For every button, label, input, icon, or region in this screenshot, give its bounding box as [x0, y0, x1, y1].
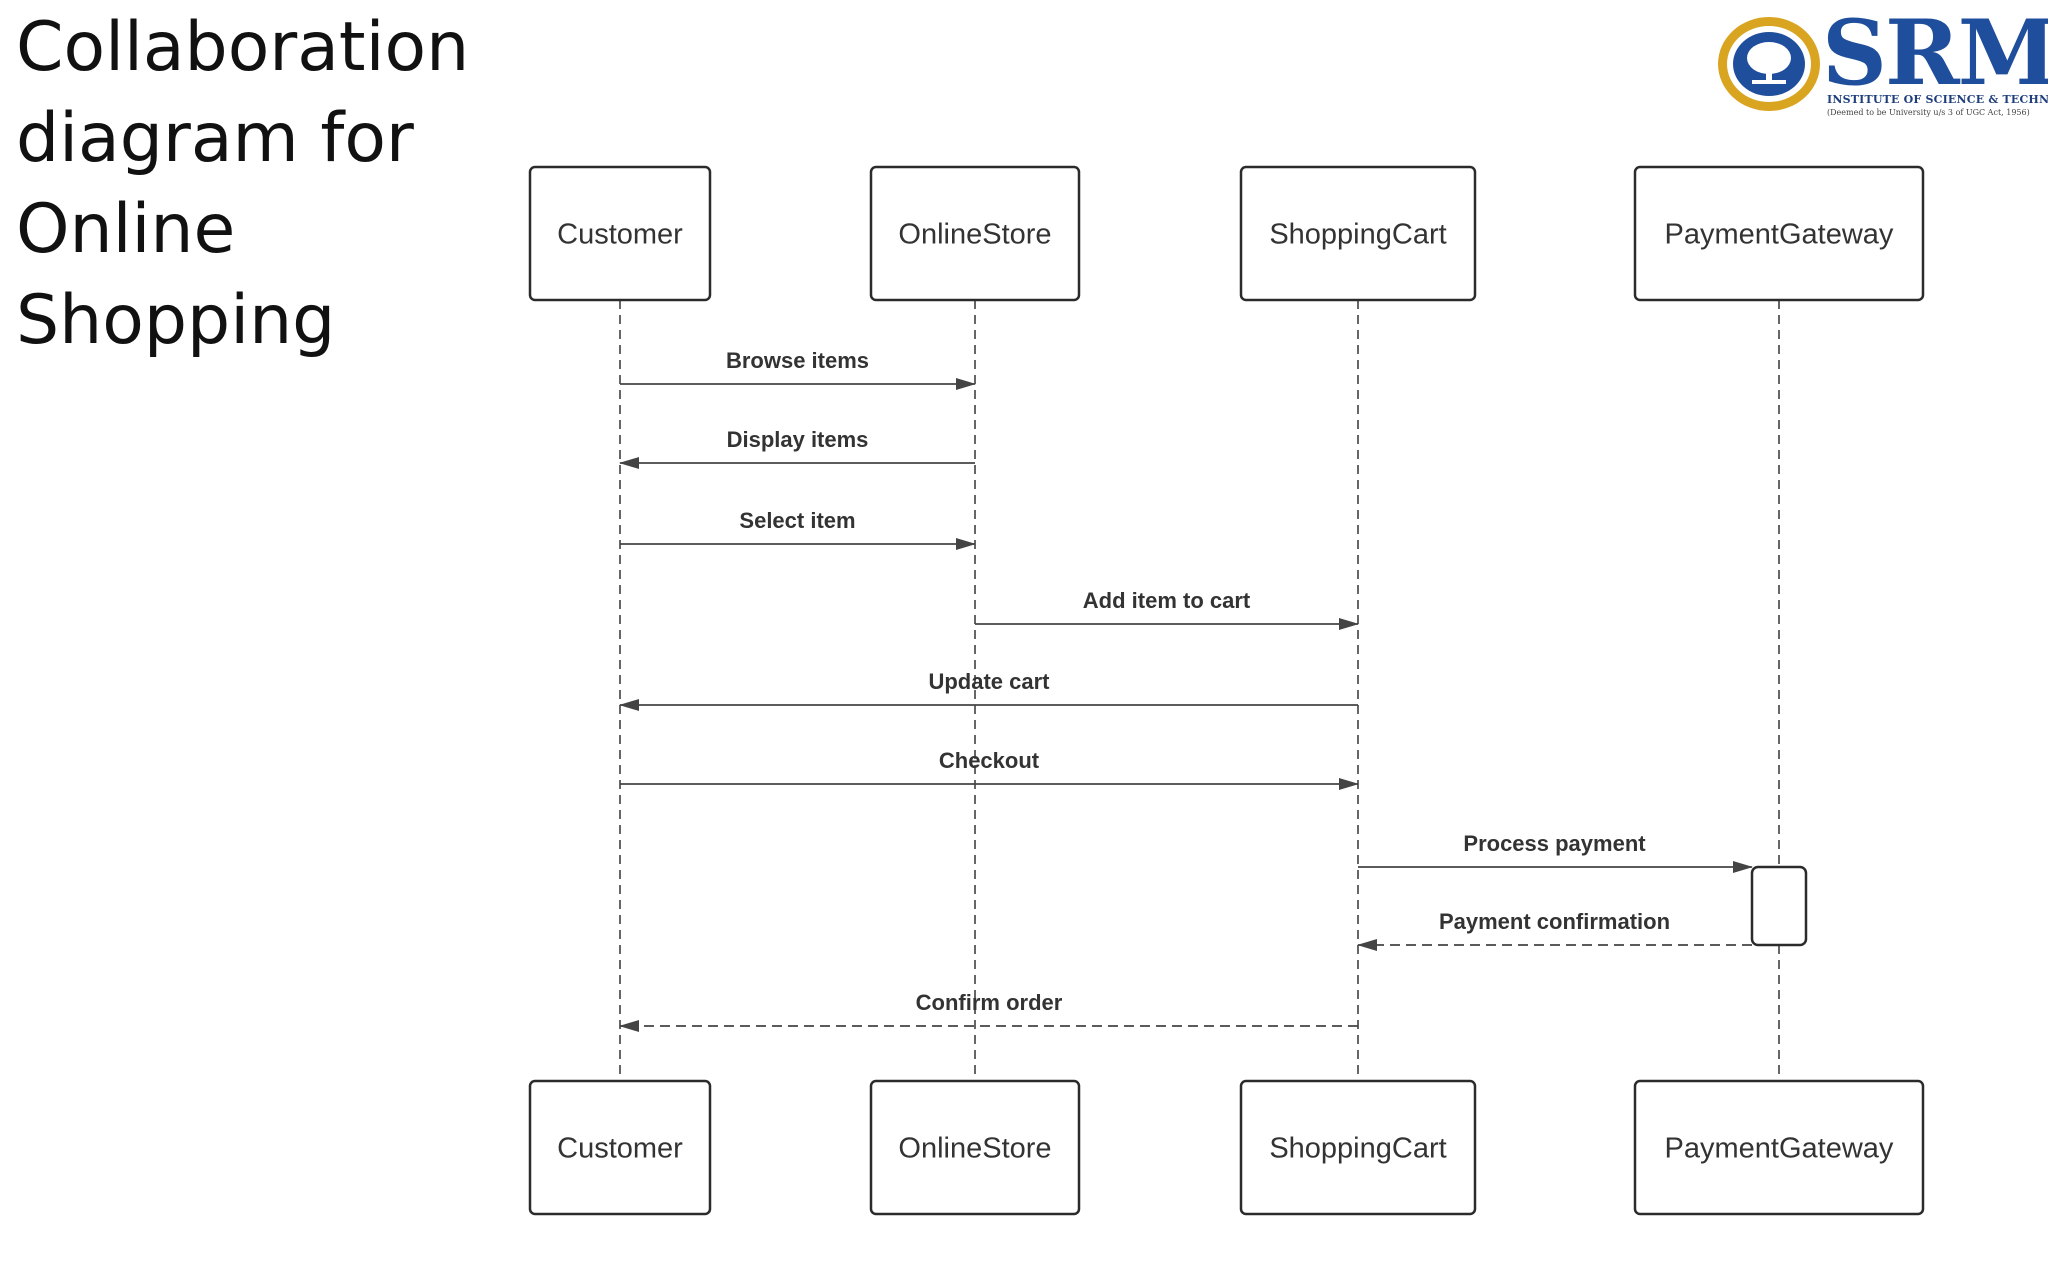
message-label: Process payment: [1463, 831, 1646, 856]
message-confirm-order: Confirm order: [619, 990, 1358, 1032]
message-process-payment: Process payment: [1358, 831, 1753, 873]
title-line-2: diagram for: [16, 99, 414, 178]
message-label: Update cart: [928, 669, 1050, 694]
participant-boxes-bottom: Customer OnlineStore ShoppingCart PaymentGa…: [528, 1079, 1925, 1216]
srm-logo: SRM INSTITUTE OF SCIENCE & TECHNOLOGY (D…: [1710, 0, 2048, 123]
message-label: Display items: [727, 427, 869, 452]
participant-customer-top: Customer: [528, 165, 712, 302]
participant-paymentgateway-bottom: PaymentGateway: [1633, 1079, 1925, 1216]
activation-bar: [1750, 865, 1808, 947]
message-label: Payment confirmation: [1439, 909, 1670, 934]
message-label: Select item: [739, 508, 855, 533]
message-display-items: Display items: [619, 427, 975, 469]
participant-box: [528, 165, 712, 302]
message-update-cart: Update cart: [619, 669, 1358, 711]
participant-shoppingcart-top: ShoppingCart: [1239, 165, 1477, 302]
participant-paymentgateway-top: PaymentGateway: [1633, 165, 1925, 302]
participant-box: [1633, 1079, 1925, 1216]
message-select-item: Select item: [620, 508, 976, 550]
message-add-item-to-cart: Add item to cart: [975, 588, 1359, 630]
participant-shoppingcart-bottom: ShoppingCart: [1239, 1079, 1477, 1216]
message-label: Add item to cart: [1083, 588, 1251, 613]
message-checkout: Checkout: [620, 748, 1359, 790]
participant-label: OnlineStore: [898, 219, 1051, 251]
message-payment-confirmation: Payment confirmation: [1357, 909, 1752, 951]
lifelines: [619, 300, 1780, 1081]
logo-subtitle: INSTITUTE OF SCIENCE & TECHNOLOGY: [1827, 93, 2048, 106]
participant-onlinestore-bottom: OnlineStore: [869, 1079, 1081, 1216]
participant-box: [869, 165, 1081, 302]
message-label: Browse items: [726, 348, 869, 373]
participant-label: OnlineStore: [898, 1133, 1051, 1165]
participant-label: PaymentGateway: [1665, 1133, 1894, 1165]
participant-label: PaymentGateway: [1665, 219, 1894, 251]
participant-onlinestore-top: OnlineStore: [869, 165, 1081, 302]
logo-subtitle-2: (Deemed to be University u/s 3 of UGC Ac…: [1827, 108, 2030, 117]
participant-customer-bottom: Customer: [528, 1079, 712, 1216]
srm-seal-icon: [1718, 17, 1820, 111]
message-browse-items: Browse items: [620, 348, 976, 390]
activations: [1750, 865, 1808, 947]
logo-brand: SRM: [1822, 0, 2048, 106]
title-line-1: Collaboration: [16, 8, 470, 87]
participant-boxes-top: Customer OnlineStore ShoppingCart PaymentGa…: [528, 165, 1925, 302]
participant-label: ShoppingCart: [1269, 1133, 1446, 1165]
participant-label: Customer: [557, 1133, 683, 1165]
participant-label: ShoppingCart: [1269, 219, 1446, 251]
participant-label: Customer: [557, 219, 683, 251]
participant-box: [528, 1079, 712, 1216]
participant-box: [1239, 165, 1477, 302]
participant-box: [1239, 1079, 1477, 1216]
title-line-3: Online: [16, 190, 236, 269]
message-label: Confirm order: [916, 990, 1063, 1015]
slide-title: Collaboration diagram for Online Shoppin…: [16, 2, 476, 366]
message-label: Checkout: [939, 748, 1040, 773]
participant-box: [869, 1079, 1081, 1216]
title-line-4: Shopping: [16, 281, 336, 360]
participant-box: [1633, 165, 1925, 302]
